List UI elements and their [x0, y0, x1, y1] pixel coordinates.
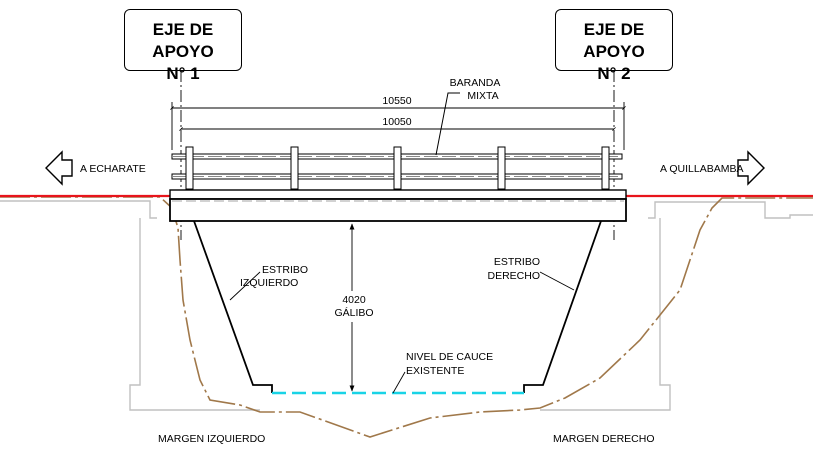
left-arrow-icon — [45, 150, 73, 186]
support-axis-1-number: N° 1 — [166, 64, 200, 83]
support-axis-1-box: EJE DE APOYO N° 1 — [124, 9, 242, 83]
direction-right: A QUILLABAMBA — [660, 163, 743, 175]
abutment-left-1: ESTRIBO — [262, 264, 308, 276]
clearance-label: GÁLIBO — [334, 306, 373, 319]
bridge-deck — [169, 189, 627, 222]
railing-label-1: BARANDA — [450, 77, 501, 89]
clearance-value: 4020 — [342, 294, 366, 306]
abutment-right-1: ESTRIBO — [494, 256, 540, 268]
right-arrow-icon — [737, 150, 765, 186]
railing — [171, 92, 623, 190]
support-axis-1-title: EJE DE APOYO — [152, 20, 214, 61]
support-axis-2-title: EJE DE APOYO — [583, 20, 645, 61]
dim-overall: 10550 — [382, 95, 411, 107]
abutment-right-2: DERECHO — [487, 270, 540, 282]
support-axis-2-number: N° 2 — [597, 64, 631, 83]
abutments — [193, 220, 602, 393]
water-leader — [392, 371, 406, 394]
water-level-label-2: EXISTENTE — [406, 365, 464, 377]
dimension-lines — [170, 102, 626, 150]
existing-outline — [0, 200, 813, 411]
water-level-label-1: NIVEL DE CAUCE — [406, 351, 493, 363]
terrain-profile — [0, 196, 813, 438]
support-axis-2-box: EJE DE APOYO N° 2 — [555, 9, 673, 83]
dim-span: 10050 — [382, 116, 411, 128]
railing-label-2: MIXTA — [467, 90, 498, 102]
bank-left: MARGEN IZQUIERDO — [158, 433, 265, 445]
abutment-left-2: IZQUIERDO — [240, 277, 298, 289]
bank-right: MARGEN DERECHO — [553, 433, 655, 445]
direction-left: A ECHARATE — [80, 163, 146, 175]
